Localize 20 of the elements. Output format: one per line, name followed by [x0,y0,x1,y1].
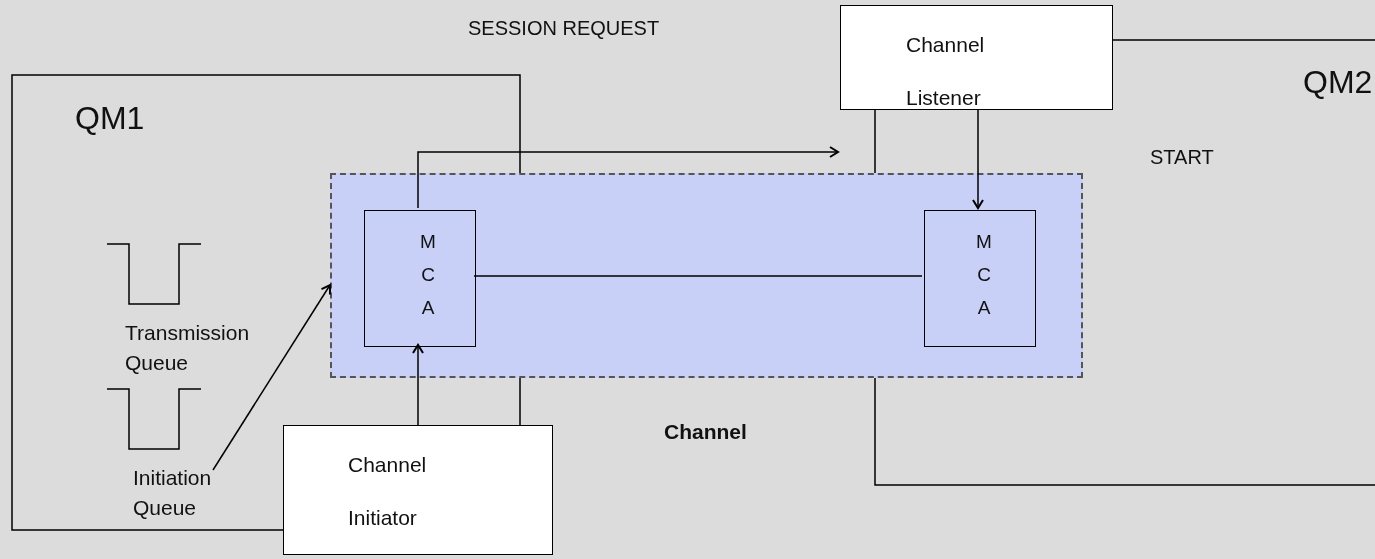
channel-label: Channel [664,419,747,445]
initiator-box [283,425,553,555]
agent-box [924,210,1036,347]
queue-manager-label: QM1 [75,99,145,138]
box-label: Channel Initiator [348,452,428,531]
agent-box [364,210,476,347]
arrow [412,344,424,426]
queue-manager-label: QM2 [1303,63,1373,102]
queue-label: Initiation Queue [133,465,213,521]
arrow [417,146,839,209]
listener-box [840,5,1113,110]
arrow [972,109,984,209]
connector-line [473,275,923,277]
box-label: Channel Listener [906,32,986,111]
agent-label: M C A [419,230,437,320]
arrow [212,284,331,471]
message-label: SESSION REQUEST [468,16,660,41]
agent-label: M C A [975,230,993,320]
queue-label: Transmission Queue [125,320,251,376]
message-label: START [1150,145,1214,170]
